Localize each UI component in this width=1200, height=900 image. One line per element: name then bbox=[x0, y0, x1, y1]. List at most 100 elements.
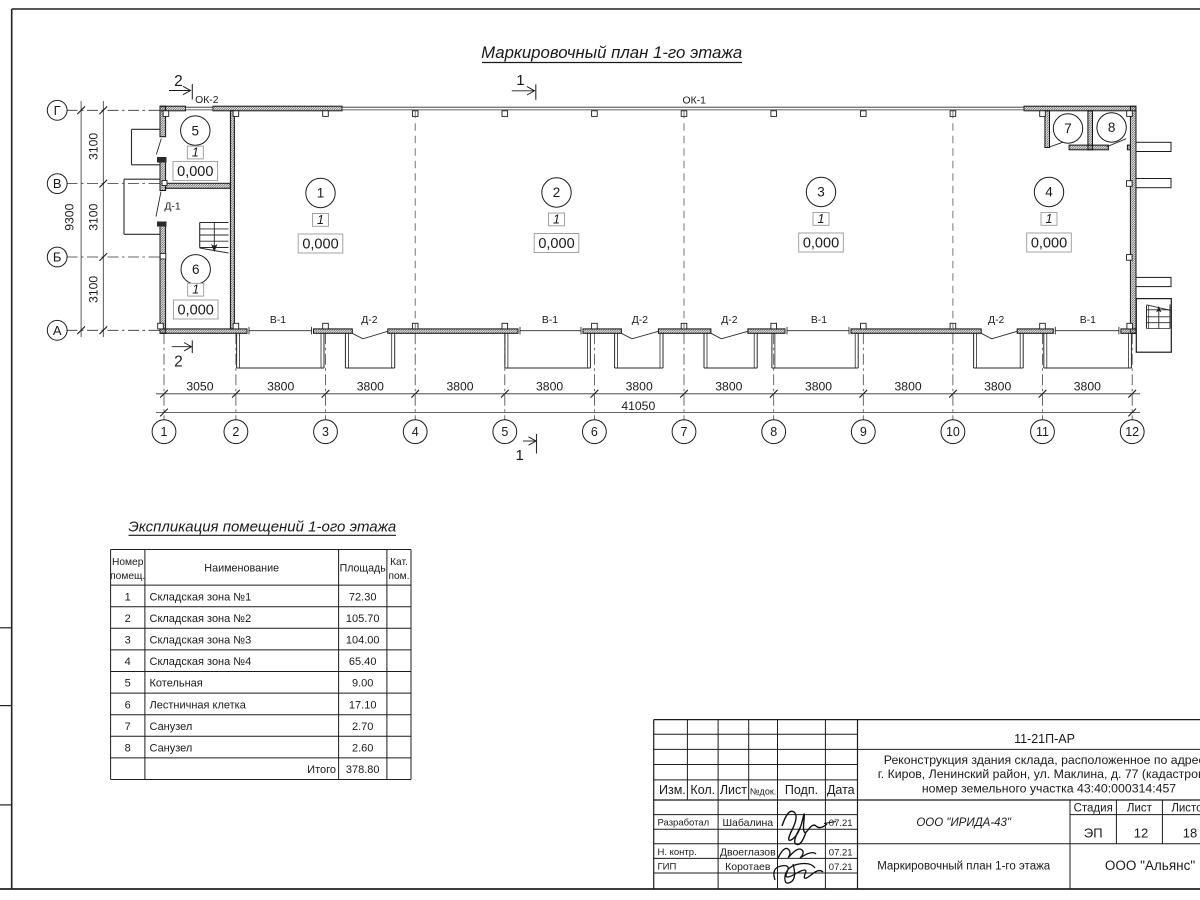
svg-text:8: 8 bbox=[125, 743, 131, 755]
svg-text:Реконструкция здания склада, р: Реконструкция здания склада, расположенн… bbox=[884, 753, 1200, 767]
svg-text:Санузел: Санузел bbox=[150, 721, 193, 733]
svg-text:0,000: 0,000 bbox=[302, 237, 338, 253]
svg-text:3100: 3100 bbox=[87, 203, 101, 230]
svg-text:7: 7 bbox=[681, 425, 688, 439]
svg-text:3: 3 bbox=[125, 635, 131, 647]
svg-text:9: 9 bbox=[860, 425, 867, 439]
svg-text:2: 2 bbox=[174, 354, 183, 371]
svg-text:10: 10 bbox=[946, 425, 960, 439]
svg-text:Д-2: Д-2 bbox=[721, 315, 737, 326]
svg-text:0,000: 0,000 bbox=[538, 236, 574, 252]
svg-text:В: В bbox=[53, 176, 62, 191]
svg-text:4: 4 bbox=[125, 656, 131, 668]
svg-text:Лист: Лист bbox=[1127, 803, 1153, 815]
svg-text:12: 12 bbox=[1125, 425, 1139, 439]
svg-text:3800: 3800 bbox=[626, 380, 653, 394]
svg-text:Д-2: Д-2 bbox=[988, 315, 1004, 326]
svg-text:6: 6 bbox=[192, 262, 200, 277]
svg-text:2: 2 bbox=[174, 73, 183, 90]
svg-text:Дата: Дата bbox=[827, 783, 855, 797]
svg-text:В-1: В-1 bbox=[1080, 315, 1096, 326]
svg-text:3800: 3800 bbox=[805, 380, 832, 394]
svg-text:4: 4 bbox=[1045, 185, 1053, 200]
svg-text:Коротаев: Коротаев bbox=[725, 861, 771, 873]
svg-text:Площадь: Площадь bbox=[340, 563, 387, 575]
svg-text:Итого: Итого bbox=[307, 764, 336, 776]
svg-text:Подп.: Подп. bbox=[785, 783, 818, 797]
svg-text:0,000: 0,000 bbox=[803, 236, 839, 252]
svg-text:3800: 3800 bbox=[446, 380, 473, 394]
svg-text:07.21: 07.21 bbox=[829, 818, 853, 829]
svg-text:Номер: Номер bbox=[112, 557, 144, 568]
svg-text:Складская зона №4: Складская зона №4 bbox=[150, 656, 252, 668]
svg-text:ОК-2: ОК-2 bbox=[195, 95, 219, 106]
svg-text:В-1: В-1 bbox=[542, 315, 558, 326]
svg-text:1: 1 bbox=[317, 213, 324, 227]
svg-text:1: 1 bbox=[1046, 212, 1053, 226]
svg-text:07.21: 07.21 bbox=[829, 847, 853, 858]
svg-text:65.40: 65.40 bbox=[349, 656, 377, 668]
svg-text:ГИП: ГИП bbox=[658, 862, 677, 873]
svg-text:12: 12 bbox=[1134, 826, 1148, 841]
svg-text:105.70: 105.70 bbox=[346, 613, 380, 625]
svg-text:Д-1: Д-1 bbox=[164, 202, 180, 213]
svg-text:3050: 3050 bbox=[186, 380, 213, 394]
svg-text:1: 1 bbox=[317, 186, 325, 201]
svg-text:Г: Г bbox=[54, 103, 61, 118]
svg-text:11-21П-АР: 11-21П-АР bbox=[1014, 732, 1075, 746]
svg-text:18: 18 bbox=[1183, 826, 1197, 841]
svg-text:ЭП: ЭП bbox=[1084, 826, 1103, 841]
svg-text:А: А bbox=[53, 323, 62, 338]
svg-text:378.80: 378.80 bbox=[346, 764, 380, 776]
svg-text:Санузел: Санузел bbox=[150, 743, 193, 755]
svg-text:104.00: 104.00 bbox=[346, 635, 380, 647]
svg-text:1: 1 bbox=[192, 146, 199, 160]
svg-text:Котельная: Котельная bbox=[150, 678, 203, 690]
svg-text:Листов: Листов bbox=[1171, 803, 1200, 815]
svg-text:3800: 3800 bbox=[536, 380, 563, 394]
svg-text:17.10: 17.10 bbox=[349, 699, 377, 711]
svg-text:07.21: 07.21 bbox=[829, 862, 853, 873]
svg-text:3800: 3800 bbox=[267, 380, 294, 394]
svg-text:2: 2 bbox=[125, 613, 131, 625]
svg-text:3100: 3100 bbox=[87, 133, 101, 160]
svg-text:1: 1 bbox=[516, 72, 524, 89]
svg-text:№док.: №док. bbox=[750, 787, 776, 797]
svg-text:5: 5 bbox=[125, 678, 131, 690]
svg-text:2: 2 bbox=[232, 425, 239, 439]
svg-text:Н. контр.: Н. контр. bbox=[658, 847, 697, 858]
svg-text:В-1: В-1 bbox=[811, 315, 827, 326]
svg-text:Складская зона №1: Складская зона №1 bbox=[150, 591, 252, 603]
svg-text:3800: 3800 bbox=[715, 380, 742, 394]
svg-text:9300: 9300 bbox=[62, 203, 76, 230]
svg-text:2: 2 bbox=[553, 185, 561, 200]
svg-text:41050: 41050 bbox=[621, 399, 655, 413]
svg-text:1: 1 bbox=[161, 425, 168, 439]
svg-text:3: 3 bbox=[817, 185, 825, 200]
svg-text:Кат.: Кат. bbox=[390, 557, 408, 568]
svg-text:Лист: Лист bbox=[720, 783, 747, 797]
svg-text:8: 8 bbox=[1108, 120, 1116, 135]
svg-text:6: 6 bbox=[591, 425, 598, 439]
svg-text:Д-2: Д-2 bbox=[361, 315, 377, 326]
svg-text:9.00: 9.00 bbox=[352, 678, 373, 690]
svg-text:Д-2: Д-2 bbox=[632, 315, 648, 326]
svg-text:8: 8 bbox=[770, 425, 777, 439]
svg-text:Б: Б bbox=[53, 250, 62, 265]
svg-text:Кол.: Кол. bbox=[690, 783, 715, 797]
svg-text:номер земельного участка 43:40: номер земельного участка 43:40:000314:45… bbox=[922, 782, 1176, 796]
svg-text:Стадия: Стадия bbox=[1074, 803, 1113, 815]
svg-text:3800: 3800 bbox=[895, 380, 922, 394]
svg-text:Шабалина: Шабалина bbox=[722, 817, 773, 829]
svg-text:помещ.: помещ. bbox=[110, 571, 145, 582]
svg-text:4: 4 bbox=[412, 425, 419, 439]
svg-text:Двоеглазов: Двоеглазов bbox=[720, 846, 776, 858]
svg-text:ООО "ИРИДА-43": ООО "ИРИДА-43" bbox=[916, 817, 1012, 829]
svg-text:Маркировочный план 1-го этажа: Маркировочный план 1-го этажа bbox=[877, 861, 1051, 873]
svg-text:2.70: 2.70 bbox=[352, 721, 373, 733]
svg-text:1: 1 bbox=[192, 283, 199, 297]
svg-text:1: 1 bbox=[553, 212, 560, 226]
svg-text:Разработал: Разработал bbox=[658, 818, 710, 829]
svg-text:3800: 3800 bbox=[984, 380, 1011, 394]
svg-text:72.30: 72.30 bbox=[349, 591, 377, 603]
